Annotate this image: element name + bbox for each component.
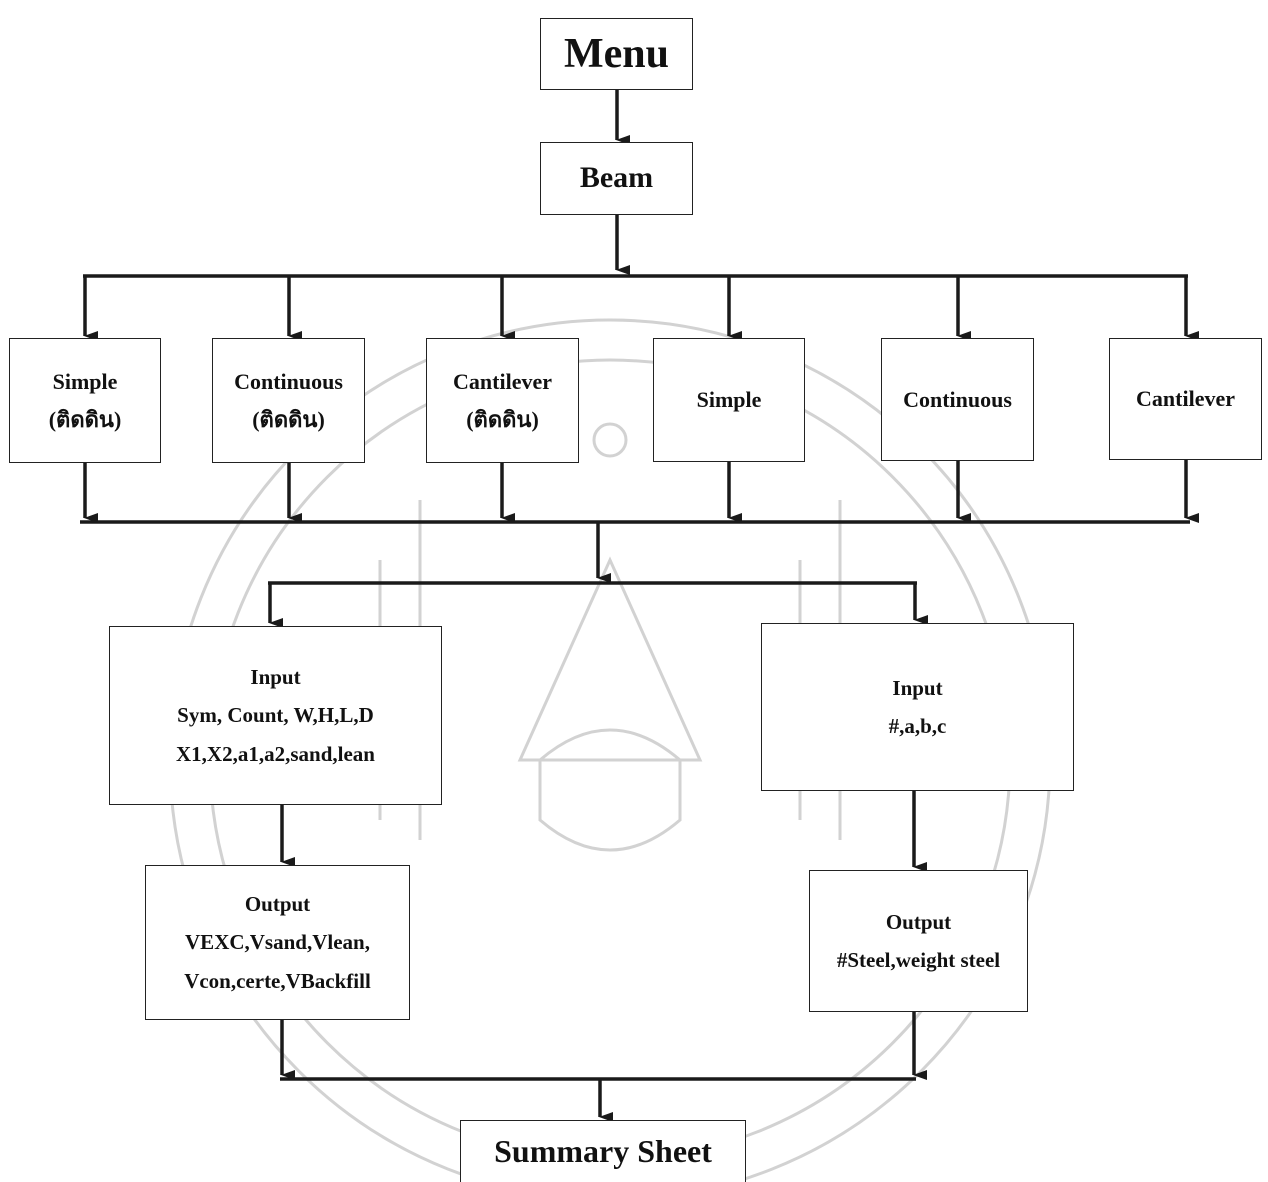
menu-box: Menu: [540, 18, 693, 90]
beam-type-name: Cantilever: [1136, 386, 1235, 412]
beam-type-name: Continuous: [234, 369, 343, 395]
beam-type-name: Simple: [52, 369, 118, 395]
right-output-box: Output #Steel,weight steel: [809, 870, 1028, 1012]
right-input-box: Input #,a,b,c: [761, 623, 1074, 791]
beam-type-box-simple-ground: Simple (ติดดิน): [9, 338, 161, 463]
left-output-title: Output: [244, 892, 311, 917]
beam-label: Beam: [579, 161, 654, 195]
left-output-box: Output VEXC,Vsand,Vlean, Vcon,certe,VBac…: [145, 865, 410, 1020]
beam-type-box-continuous: Continuous: [881, 338, 1034, 461]
beam-box: Beam: [540, 142, 693, 215]
beam-type-name: Simple: [696, 387, 762, 413]
beam-type-box-simple: Simple: [653, 338, 805, 462]
left-input-line-2: X1,X2,a1,a2,sand,lean: [176, 741, 375, 766]
left-output-line-1: VEXC,Vsand,Vlean,: [185, 930, 370, 955]
left-output-line-2: Vcon,certe,VBackfill: [184, 968, 371, 993]
beam-type-name: Cantilever: [453, 369, 552, 395]
beam-type-name: Continuous: [903, 386, 1012, 412]
left-input-box: Input Sym, Count, W,H,L,D X1,X2,a1,a2,sa…: [109, 626, 442, 805]
right-input-line-1: #,a,b,c: [888, 714, 947, 738]
beam-type-note: (ติดดิน): [252, 406, 325, 432]
left-input-title: Input: [250, 665, 301, 690]
beam-type-note: (ติดดิน): [48, 406, 122, 432]
right-input-title: Input: [892, 675, 943, 700]
right-output-line-1: #Steel,weight steel: [836, 948, 1001, 972]
summary-sheet-label: Summary Sheet: [494, 1133, 712, 1170]
beam-type-box-continuous-ground: Continuous (ติดดิน): [212, 338, 365, 463]
menu-label: Menu: [564, 30, 669, 77]
beam-type-box-cantilever: Cantilever: [1109, 338, 1262, 460]
beam-type-note: (ติดดิน): [466, 406, 539, 432]
beam-type-box-cantilever-ground: Cantilever (ติดดิน): [426, 338, 579, 463]
left-input-line-1: Sym, Count, W,H,L,D: [177, 703, 374, 728]
summary-sheet-box: Summary Sheet: [460, 1120, 746, 1182]
right-output-title: Output: [885, 909, 952, 934]
